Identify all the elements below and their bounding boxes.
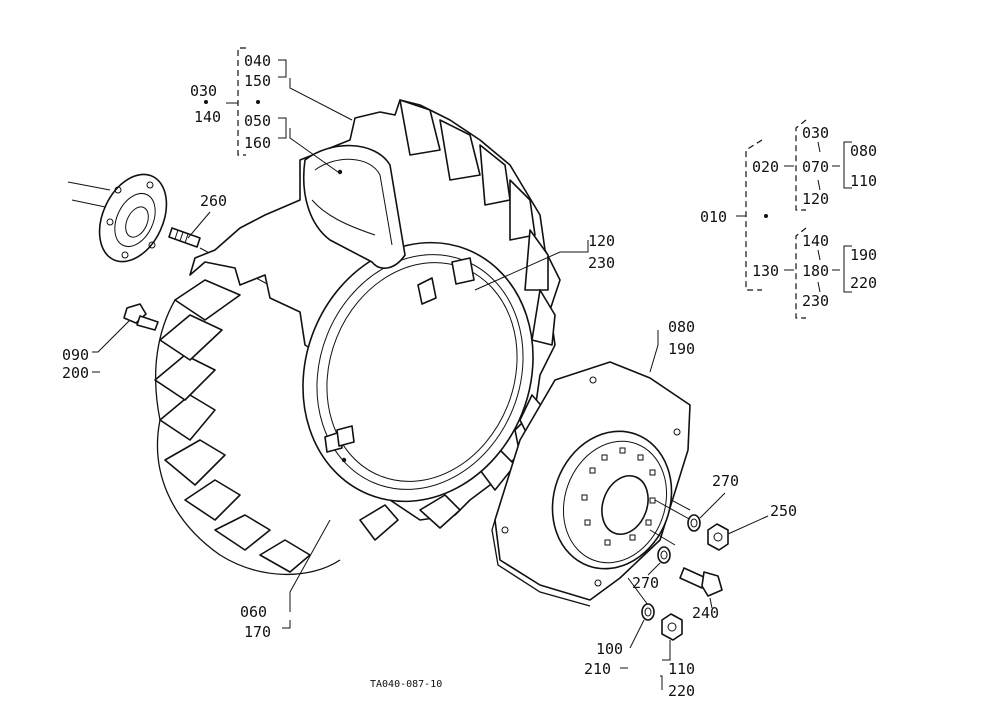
leader-050-160: [289, 128, 339, 173]
label-100: 100: [596, 640, 623, 658]
label-030: 030: [190, 82, 217, 100]
leader-060-170: [289, 519, 331, 612]
wheel-disc: [491, 361, 691, 607]
label-170: 170: [244, 623, 271, 641]
bracket-tree-tube: [204, 47, 287, 156]
label-190: 190: [668, 340, 695, 358]
label-180: 180: [802, 262, 829, 280]
leader-100: [629, 619, 645, 649]
label-110: 110: [668, 660, 695, 678]
label-090: 090: [62, 346, 89, 364]
dot-040: [337, 169, 343, 175]
label-080: 080: [668, 318, 695, 336]
label-080-tree: 080: [850, 142, 877, 160]
label-050: 050: [244, 112, 271, 130]
label-020: 020: [752, 158, 779, 176]
dot-060: [341, 457, 347, 463]
label-140: 140: [194, 108, 221, 126]
spring-washer-mid: [657, 546, 671, 564]
label-130: 130: [752, 262, 779, 280]
wheel-rim: [302, 241, 534, 503]
label-120-tree: 120: [802, 190, 829, 208]
spring-washer-upper: [687, 514, 701, 532]
wheel-bolt: [123, 303, 159, 331]
label-230: 230: [588, 254, 615, 272]
label-220-tree: 220: [850, 274, 877, 292]
axle-hub-flange: [67, 173, 168, 263]
label-240: 240: [692, 604, 719, 622]
leader-170: [282, 620, 291, 629]
leader-110: [662, 640, 671, 661]
leader-080-190: [649, 330, 659, 373]
leader-040-150: [289, 78, 353, 121]
bracket-tree-assembly: [736, 119, 852, 319]
hub-bolt: [679, 567, 723, 597]
hex-nut-lower: [661, 613, 683, 641]
leader-120-230: [474, 240, 589, 291]
part-labels: 030 140 040 150 050 160 260 120 230 090 …: [62, 52, 877, 700]
label-270-upper: 270: [712, 472, 739, 490]
leader-090: [92, 319, 131, 353]
label-210: 210: [584, 660, 611, 678]
label-040: 040: [244, 52, 271, 70]
label-270-lower: 270: [632, 574, 659, 592]
label-230-tree: 230: [802, 292, 829, 310]
drawing-code: TA040-087-10: [370, 679, 442, 690]
label-140-tree: 140: [802, 232, 829, 250]
label-120: 120: [588, 232, 615, 250]
label-160: 160: [244, 134, 271, 152]
label-110-tree: 110: [850, 172, 877, 190]
label-250: 250: [770, 502, 797, 520]
leader-220: [660, 675, 663, 690]
hex-nut-upper: [707, 523, 729, 551]
disc-bolt-holes: [501, 376, 681, 587]
label-220: 220: [668, 682, 695, 700]
inner-tube: [302, 144, 406, 269]
washer-lower: [641, 603, 655, 621]
leader-240: [709, 597, 713, 609]
label-060: 060: [240, 603, 267, 621]
leader-250: [727, 515, 769, 535]
label-150: 150: [244, 72, 271, 90]
label-030-tree: 030: [802, 124, 829, 142]
label-200: 200: [62, 364, 89, 382]
wheel-stud: [168, 227, 201, 248]
leader-260: [187, 211, 211, 239]
leader-270a: [699, 492, 726, 519]
label-190-tree: 190: [850, 246, 877, 264]
label-070: 070: [802, 158, 829, 176]
label-260: 260: [200, 192, 227, 210]
label-010: 010: [700, 208, 727, 226]
leader-270b: [647, 562, 661, 576]
